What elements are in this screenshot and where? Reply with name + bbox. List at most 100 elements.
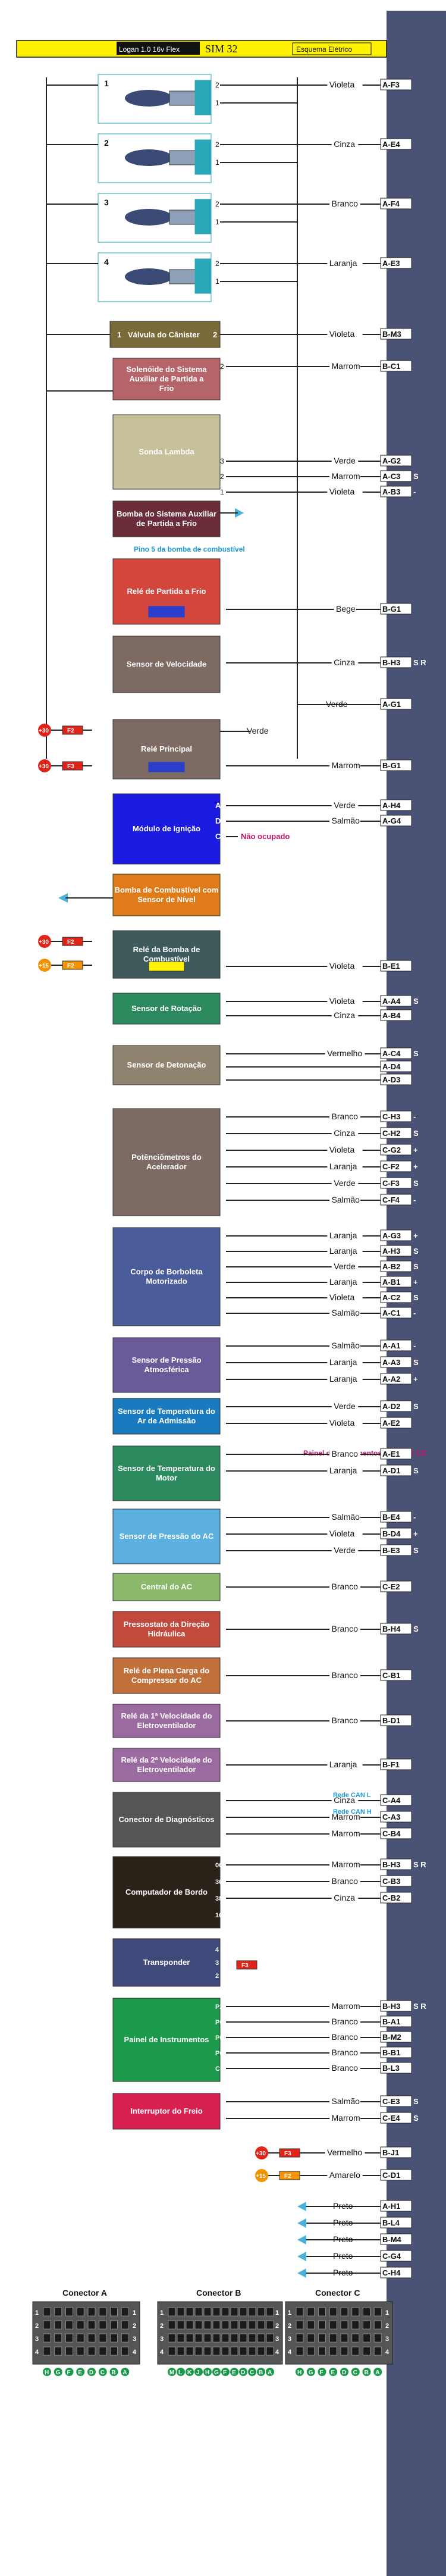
ecu-pin-label-box [380, 2000, 412, 2012]
instrument-panel [112, 1998, 221, 2082]
wire-label-bg [331, 1795, 359, 1805]
ecu-pin-label: B-A1 [382, 2017, 400, 2026]
solenoid-pin: 2 [220, 362, 224, 371]
connector-cavity [296, 2346, 304, 2356]
wire-color-label: Amarelo [329, 2170, 360, 2180]
connector-row-label: 1 [160, 2309, 164, 2317]
ecu-pin-label: B-L4 [382, 2218, 400, 2227]
component-label-line: Compressor do AC [131, 1676, 202, 1685]
ecu-pin-label: B-E4 [382, 1513, 400, 1522]
ecu-pin-suffix: - [413, 1112, 416, 1121]
ecu-pin-label-box [380, 2146, 412, 2158]
connector-col-label: B [365, 2370, 369, 2376]
fan-relay-1 [112, 1704, 221, 1738]
connector-col-label: C [100, 2370, 105, 2376]
connector-row-label-right: 3 [275, 2336, 279, 2343]
connector-cavity [266, 2320, 274, 2330]
wire-label-bg [327, 1292, 363, 1303]
wire-color-label: Salmão [332, 2096, 360, 2106]
ecu-pin-suffix: S [413, 1466, 419, 1475]
connector-row-label: 4 [288, 2349, 292, 2356]
connector-cavity [110, 2346, 118, 2356]
ecu-pin-label-box [380, 1373, 412, 1385]
ecu-pin-label-box [380, 1307, 412, 1319]
wire-color-label: Violeta [329, 487, 355, 496]
ecu-pin-suffix: - [413, 1341, 416, 1350]
wire-color-label: Violeta [329, 329, 355, 339]
wire-color-label: Vermelho [327, 1048, 362, 1058]
fuse-left-4-fuse-label: F2 [67, 963, 74, 969]
ground-wire-label: Preto [333, 2218, 353, 2227]
ecu-pin-label: B-B1 [382, 2048, 400, 2057]
wire-color-label: Marrom [332, 1812, 360, 1821]
instrument-panel-pin: P22 [215, 2004, 227, 2011]
connector-col-marker [340, 2368, 348, 2376]
connector-cavity [351, 2307, 360, 2317]
wire-label-bg [327, 1230, 363, 1241]
ecu-pin-label: B-G1 [382, 605, 401, 614]
connector-col-label: H [297, 2370, 301, 2376]
connector-col-label: E [232, 2370, 236, 2376]
ecu-pin-label: A-H3 [382, 1247, 400, 1256]
power-fuse-circle [255, 2169, 268, 2182]
component-label-line: Conector de Diagnósticos [118, 1815, 214, 1824]
ac-pressure [112, 1508, 221, 1564]
instrument-panel-label: Painel de Instrumentos [124, 2035, 209, 2044]
wire-label-bg [329, 1340, 360, 1351]
connector-col-label: B [259, 2370, 263, 2376]
connector-cavity [340, 2320, 348, 2330]
power-fuse-fuse-label: F3 [284, 2151, 291, 2157]
connector-cavity [110, 2307, 118, 2317]
connector-cavity [99, 2320, 107, 2330]
wire-label-bg [329, 1828, 360, 1839]
injector-terminal [194, 199, 211, 234]
injector-icon [125, 90, 172, 107]
ecu-pin-label-box [380, 2062, 412, 2074]
fuse-left-1-circle [38, 724, 51, 737]
baro-sensor [112, 1337, 221, 1393]
wire-color-label: Branco [332, 1716, 359, 1725]
connector-cavity [230, 2346, 238, 2356]
component-label-line: Motor [156, 1473, 177, 1482]
ecu-pin-suffix: + [413, 1278, 418, 1287]
ecu-pin-label: C-F2 [382, 1162, 400, 1171]
wire-color-label: Salmão [332, 816, 360, 825]
component-label-line: Sensor de Pressão [131, 1356, 201, 1364]
power-fuse-circle [255, 2146, 268, 2159]
wire-color-label: Branco [332, 1582, 359, 1591]
ecu-pin-label-box [380, 2046, 412, 2058]
wire-color-label: Branco [332, 2063, 359, 2073]
connector-col-label: D [342, 2370, 346, 2376]
connector-col-marker [168, 2368, 176, 2376]
connector-cavity [212, 2346, 221, 2356]
ecu-pin-label: A-B2 [382, 1262, 400, 1271]
connector-col-label: K [187, 2370, 192, 2376]
wire-label-bg [327, 1528, 363, 1539]
wire-color-label: Violeta [329, 996, 355, 1006]
ecu-pin-suffix: S [413, 2097, 419, 2106]
ecu-pin-label-box [380, 1580, 412, 1592]
ecu-pin-label-box [380, 1714, 412, 1726]
wire-color-label: Laranja [329, 1277, 357, 1287]
wire-label-bg [331, 1010, 359, 1021]
connector-col-marker [87, 2368, 96, 2376]
ecu-pin-label: C-H2 [382, 1129, 400, 1138]
header-subtitle: Esquema Elétrico [296, 45, 352, 54]
speed-sensor [112, 636, 221, 693]
connector-cavity [194, 2333, 203, 2343]
connector-col-marker [121, 2368, 130, 2376]
connector-col-marker [177, 2368, 185, 2376]
ecu-pin-label-box [380, 698, 412, 710]
ecu-pin-label: B-H4 [382, 1625, 401, 1633]
connector-cavity [239, 2333, 247, 2343]
connector-col-label: H [205, 2370, 209, 2376]
connector-cavity [248, 2320, 256, 2330]
ecu-pin-label-box [380, 257, 412, 269]
ecu-pin-label-box [380, 1669, 412, 1681]
connector-row-label-right: 4 [385, 2349, 390, 2356]
wire-label-bg [329, 2096, 360, 2107]
wire-color-label: Laranja [329, 1357, 357, 1367]
ecu-pin-label-box [380, 603, 412, 615]
